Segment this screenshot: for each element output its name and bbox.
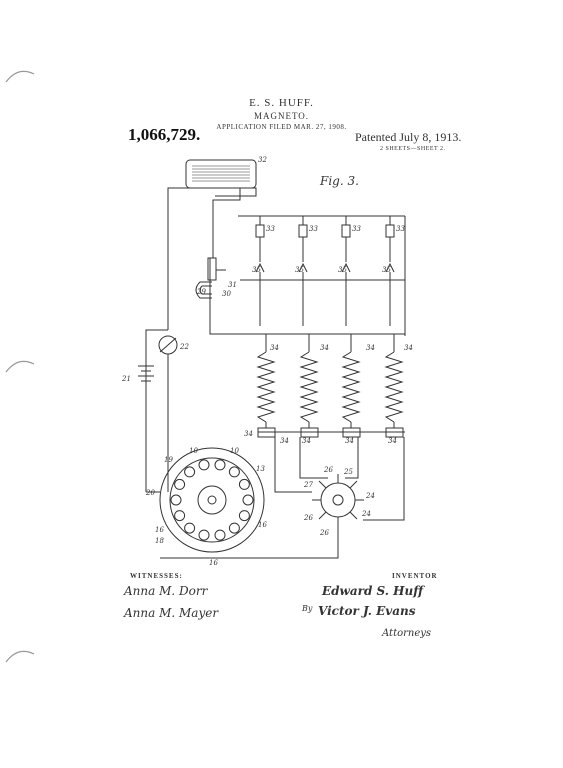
attorney-signature: Victor J. Evans [318,604,416,618]
wire-comm-3 [345,437,359,479]
wire-comm-4 [363,437,405,521]
magneto-pole [238,510,250,522]
svg-text:35: 35 [338,266,347,274]
induction-coil-3 [341,334,361,428]
svg-text:34: 34 [244,430,253,438]
wire-comm-1 [274,437,312,493]
svg-text:34: 34 [320,344,329,352]
magneto-pole [184,522,196,534]
magneto-pole [198,459,210,471]
patented-date: Patented July 8, 1913. [355,130,462,144]
wire-comm-2 [299,437,328,479]
svg-text:24: 24 [361,510,371,518]
svg-text:16: 16 [155,526,164,534]
svg-text:34: 34 [366,344,375,352]
binder-holes [5,70,35,663]
svg-text:20: 20 [145,489,155,497]
svg-text:33: 33 [309,225,318,233]
svg-text:27: 27 [303,481,313,489]
wire-commutator-ground [160,526,339,559]
sheets-note: 2 SHEETS—SHEET 2. [380,146,446,152]
svg-text:26: 26 [303,514,313,522]
magneto-pole [242,494,254,506]
by-label: By [302,604,313,613]
witness-2-signature: Anna M. Mayer [124,606,219,620]
wire-to-grid [215,187,257,197]
battery [138,365,154,382]
svg-text:35: 35 [252,266,261,274]
svg-text:26: 26 [319,529,329,537]
plug-3 [341,216,351,326]
plug-2 [298,216,308,326]
svg-text:34: 34 [270,344,279,352]
witnesses-label: WITNESSES: [130,572,183,580]
svg-text:16: 16 [209,559,218,567]
svg-text:19: 19 [164,456,173,464]
svg-text:18: 18 [155,537,164,545]
svg-text:34: 34 [280,437,289,445]
induction-coil-2 [299,334,319,428]
magneto-pole [184,466,196,478]
svg-text:33: 33 [352,225,361,233]
application-filed: APPLICATION FILED MAR. 27, 1908. [216,123,347,131]
coil-windings [192,165,250,182]
svg-text:10: 10 [189,447,198,455]
wire-coil-right [212,188,241,258]
induction-coil-4 [384,334,404,428]
magneto-pole [228,522,240,534]
plug-4 [385,216,395,326]
attorneys-label: Attorneys [382,628,432,639]
svg-text:10: 10 [230,447,239,455]
magneto [159,447,265,553]
magneto-pole [214,459,226,471]
inventor-label: INVENTOR [392,572,438,580]
svg-text:16: 16 [258,521,267,529]
inventor-signature: Edward S. Huff [322,584,424,598]
patent-number: 1,066,729. [128,125,201,144]
svg-text:21: 21 [121,375,131,383]
svg-text:33: 33 [266,225,275,233]
svg-text:25: 25 [343,468,353,476]
magneto-pole [214,529,226,541]
svg-text:22: 22 [179,343,189,351]
svg-text:13: 13 [256,465,265,473]
plug-1 [255,216,265,326]
witness-1-signature: Anna M. Dorr [124,584,208,598]
magneto-pole [238,478,250,490]
svg-text:34: 34 [388,437,397,445]
wire-lower-bus [209,258,405,335]
svg-text:35: 35 [295,266,304,274]
svg-text:24: 24 [365,492,375,500]
inventor-name: E. S. HUFF. [249,97,314,109]
commutator [312,474,364,526]
svg-text:33: 33 [396,225,405,233]
svg-text:34: 34 [302,437,311,445]
svg-text:34: 34 [345,437,354,445]
magneto-poles [170,459,254,541]
svg-text:30: 30 [222,290,231,298]
magneto-pole [228,466,240,478]
magneto-pole [198,529,210,541]
magneto-pole [170,494,182,506]
figure-label: Fig. 3. [319,174,359,188]
patent-title: MAGNETO. [253,111,310,121]
magneto-pole [174,478,186,490]
induction-coil-1 [256,334,276,428]
magneto-pole [174,510,186,522]
ref-32: 32 [258,156,267,164]
svg-text:31: 31 [228,281,237,289]
wire-battery-loop [145,329,168,492]
horseshoe-magnet [195,257,226,299]
coil-box [185,159,257,189]
svg-text:34: 34 [404,344,413,352]
svg-text:35: 35 [382,266,391,274]
wire-left-vertical [167,187,191,330]
svg-text:29: 29 [196,288,206,296]
svg-text:26: 26 [323,466,333,474]
